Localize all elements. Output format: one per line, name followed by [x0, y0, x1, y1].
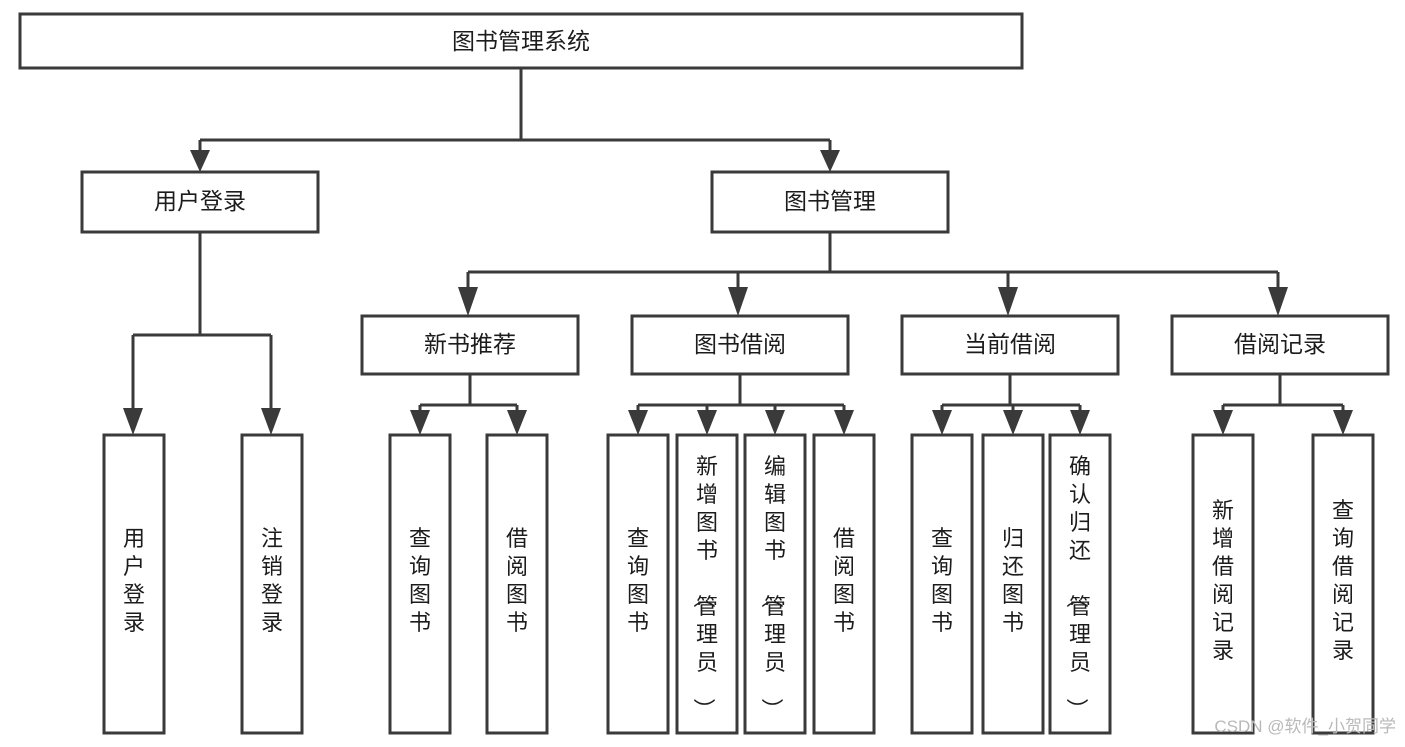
leaf-cb-query-book-box[interactable] — [910, 433, 974, 735]
node-borrow-record-label: 借阅记录 — [1234, 331, 1326, 357]
leaf-bb-query-book[interactable]: 查询图书 — [606, 433, 670, 735]
leaf-cb-return-book[interactable]: 归还图书 — [981, 433, 1045, 735]
leaf-bb-add-book-label: 新增图书（管理员） — [691, 454, 718, 720]
node-user-login-label: 用户登录 — [154, 188, 246, 214]
leaf-bb-borrow-book[interactable]: 借阅图书 — [812, 433, 876, 735]
node-current-borrow-box[interactable] — [900, 314, 1120, 376]
node-user-login-box[interactable] — [80, 170, 320, 234]
leaf-rec-query-book[interactable]: 查询图书 — [388, 433, 452, 735]
node-new-book-recommend-box[interactable] — [360, 314, 580, 376]
arrow-head-icon — [932, 410, 952, 435]
node-borrow-record-box[interactable] — [1170, 314, 1390, 376]
leaf-cb-confirm-return[interactable]: 确认归还（管理员） — [1048, 433, 1112, 735]
leaf-br-query-record-box[interactable] — [1311, 433, 1375, 735]
node-new-book-recommend-label: 新书推荐 — [424, 331, 516, 357]
leaf-rec-borrow-book-box[interactable] — [485, 433, 549, 735]
leaf-user-login[interactable]: 用户登录 — [102, 433, 166, 735]
node-root-box[interactable] — [18, 12, 1024, 70]
arrow-head-icon — [1070, 410, 1090, 435]
arrow-head-icon — [410, 410, 430, 435]
leaf-cb-return-book-box[interactable] — [981, 433, 1045, 735]
leaf-rec-borrow-book-label: 借阅图书 — [506, 526, 528, 635]
leaf-bb-borrow-book-box[interactable] — [812, 433, 876, 735]
leaf-cb-return-book-label: 归还图书 — [1002, 526, 1024, 635]
node-current-borrow-label: 当前借阅 — [964, 331, 1056, 357]
arrow-head-icon — [458, 287, 478, 316]
arrow-head-icon — [123, 408, 143, 435]
arrow-head-icon — [1213, 410, 1233, 435]
arrow-head-icon — [820, 150, 840, 172]
leaf-rec-query-book-label: 查询图书 — [409, 526, 431, 635]
leaf-br-add-record[interactable]: 新增借阅记录 — [1191, 433, 1255, 735]
node-book-borrow-label: 图书借阅 — [694, 331, 786, 357]
leaf-cb-confirm-return-box[interactable] — [1048, 433, 1112, 735]
node-new-book-recommend[interactable]: 新书推荐 — [360, 314, 580, 376]
leaf-cb-confirm-return-label: 确认归还（管理员） — [1064, 454, 1091, 720]
arrow-head-icon — [728, 287, 748, 316]
arrow-head-icon — [998, 287, 1018, 316]
node-root[interactable]: 图书管理系统 — [18, 12, 1024, 70]
leaf-user-logout-box[interactable] — [240, 433, 304, 735]
leaf-rec-borrow-book[interactable]: 借阅图书 — [485, 433, 549, 735]
leaf-cb-query-book-label: 查询图书 — [931, 526, 953, 635]
node-book-borrow-box[interactable] — [630, 314, 850, 376]
node-layer-leaf: 用户登录 注销登录 查询图书 借阅图书 查询图书 新增图书（管理员） 编辑图书（管理员） 借阅… — [102, 433, 1375, 735]
leaf-user-logout[interactable]: 注销登录 — [240, 433, 304, 735]
arrow-head-icon — [1333, 410, 1353, 435]
node-root-label: 图书管理系统 — [452, 28, 590, 54]
leaf-bb-edit-book-box[interactable] — [743, 433, 807, 735]
leaf-br-add-record-box[interactable] — [1191, 433, 1255, 735]
leaf-bb-edit-book[interactable]: 编辑图书（管理员） — [743, 433, 807, 735]
arrow-head-icon — [1003, 410, 1023, 435]
node-book-manage-label: 图书管理 — [784, 188, 876, 214]
leaf-br-query-record-label: 查询借阅记录 — [1332, 498, 1354, 663]
leaf-user-login-box[interactable] — [102, 433, 166, 735]
leaf-rec-query-book-box[interactable] — [388, 433, 452, 735]
arrow-head-icon — [628, 410, 648, 435]
node-book-borrow[interactable]: 图书借阅 — [630, 314, 850, 376]
leaf-bb-add-book-box[interactable] — [675, 433, 739, 735]
leaf-br-query-record[interactable]: 查询借阅记录 — [1311, 433, 1375, 735]
node-layer-horizontal: 图书管理系统 用户登录 图书管理 新书推荐 图书借阅 当前借阅 — [18, 12, 1390, 376]
node-borrow-record[interactable]: 借阅记录 — [1170, 314, 1390, 376]
leaf-br-add-record-label: 新增借阅记录 — [1212, 498, 1234, 663]
arrow-head-icon — [261, 408, 281, 435]
leaf-bb-query-book-label: 查询图书 — [627, 526, 649, 635]
node-book-manage-box[interactable] — [710, 170, 950, 234]
arrow-head-icon — [697, 410, 717, 435]
leaf-bb-query-book-box[interactable] — [606, 433, 670, 735]
arrow-head-icon — [507, 410, 527, 435]
arrow-head-icon — [765, 410, 785, 435]
arrow-head-icon — [834, 410, 854, 435]
leaf-cb-query-book[interactable]: 查询图书 — [910, 433, 974, 735]
arrow-head-icon — [190, 150, 210, 172]
arrow-head-icon — [1268, 287, 1288, 316]
leaf-bb-edit-book-label: 编辑图书（管理员） — [759, 454, 786, 720]
leaf-user-logout-label: 注销登录 — [261, 526, 283, 635]
node-user-login[interactable]: 用户登录 — [80, 170, 320, 234]
node-book-manage[interactable]: 图书管理 — [710, 170, 950, 234]
leaf-bb-borrow-book-label: 借阅图书 — [833, 526, 855, 635]
leaf-bb-add-book[interactable]: 新增图书（管理员） — [675, 433, 739, 735]
connector-layer — [123, 68, 1353, 435]
leaf-user-login-label: 用户登录 — [123, 526, 145, 635]
csdn-watermark: CSDN @软件_小贺同学 — [1214, 717, 1396, 736]
node-current-borrow[interactable]: 当前借阅 — [900, 314, 1120, 376]
